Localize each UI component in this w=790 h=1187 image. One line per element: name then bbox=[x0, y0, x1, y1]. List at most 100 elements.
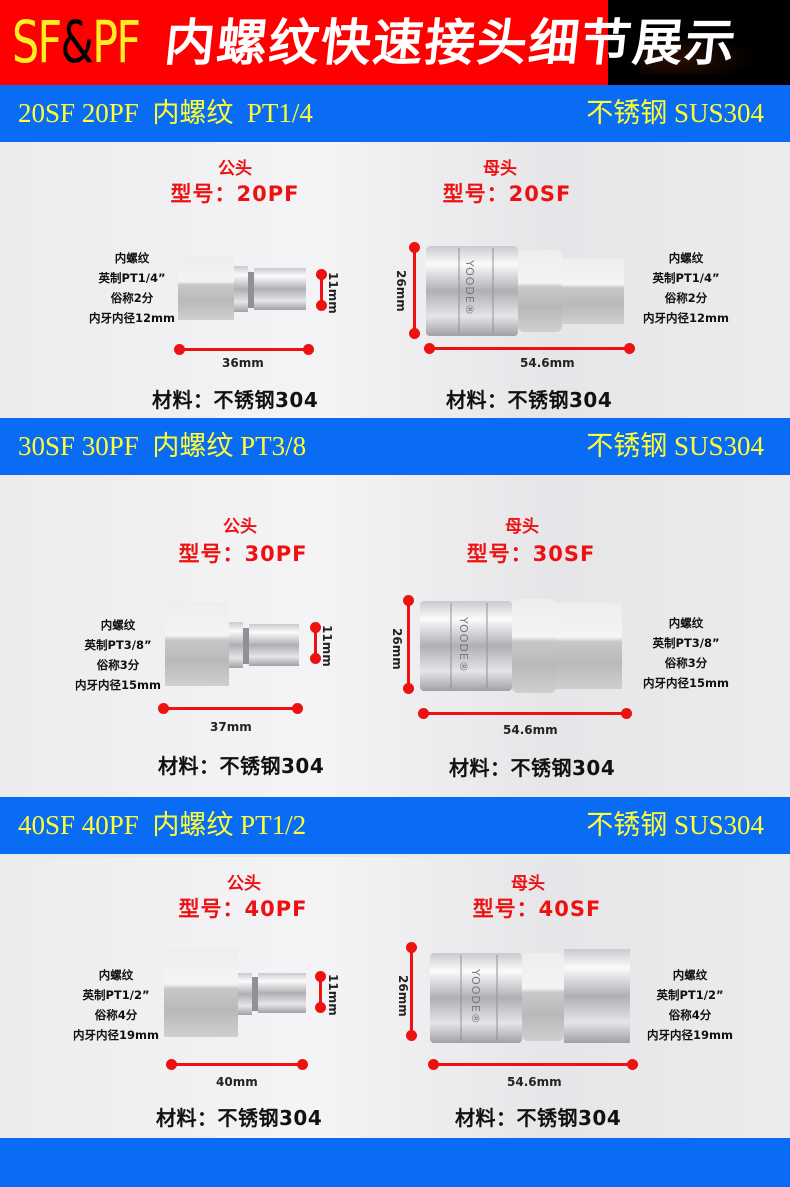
spec-line: 内牙内径19mm bbox=[647, 1028, 733, 1042]
dim-dot bbox=[409, 328, 420, 339]
female-material: 材料：不锈钢304 bbox=[446, 388, 613, 412]
hex-nut bbox=[512, 599, 556, 693]
neck bbox=[234, 266, 248, 312]
dim-dot bbox=[624, 343, 635, 354]
section-bar-left: 20SF 20PF 内螺纹 PT1/4 bbox=[18, 98, 313, 128]
female-type-label: 母头 bbox=[505, 517, 539, 537]
dim-dot bbox=[158, 703, 169, 714]
dim-dot bbox=[316, 269, 327, 280]
spec-line: 内螺纹 bbox=[98, 968, 134, 982]
female-spec: 内螺纹 英制PT1/2” 俗称4分 内牙内径19mm bbox=[640, 965, 740, 1045]
section-bar-right: 不锈钢 SUS304 bbox=[586, 431, 764, 461]
banner-dark-area bbox=[608, 0, 790, 85]
spec-line: 俗称3分 bbox=[96, 658, 140, 672]
hex-nut bbox=[522, 953, 564, 1041]
male-model-label: 型号：40PF bbox=[178, 897, 308, 921]
dim-dot bbox=[403, 595, 414, 606]
dim-dot bbox=[315, 971, 326, 982]
female-height-label: 26mm bbox=[394, 270, 408, 312]
hex-body bbox=[564, 949, 630, 1043]
female-material: 材料：不锈钢304 bbox=[455, 1106, 622, 1130]
female-length-label: 54.6mm bbox=[520, 356, 575, 370]
sleeve bbox=[420, 601, 512, 691]
brand-logo: SF&PF bbox=[12, 6, 141, 78]
dim-dot bbox=[409, 242, 420, 253]
neck bbox=[229, 622, 243, 668]
spec-line: 内牙内径12mm bbox=[89, 311, 175, 325]
female-type-label: 母头 bbox=[483, 159, 517, 179]
section-bar-left: 40SF 40PF 内螺纹 PT1/2 bbox=[18, 810, 307, 840]
spec-line: 俗称2分 bbox=[664, 291, 708, 305]
neck bbox=[238, 973, 252, 1015]
male-type-label: 公头 bbox=[218, 159, 252, 179]
section-bar-30: 30SF 30PF 内螺纹 PT3/8 不锈钢 SUS304 bbox=[0, 418, 790, 475]
dim-dot bbox=[174, 344, 185, 355]
nipple bbox=[258, 973, 306, 1013]
female-model-label: 型号：40SF bbox=[472, 897, 602, 921]
length-dim-line bbox=[178, 348, 308, 351]
groove bbox=[248, 272, 254, 308]
page-title: 内螺纹快速接头细节展示 bbox=[161, 14, 741, 72]
male-spec: 内螺纹 英制PT3/8” 俗称3分 内牙内径15mm bbox=[68, 615, 168, 695]
spec-line: 俗称4分 bbox=[94, 1008, 138, 1022]
height-dim-line bbox=[320, 272, 323, 304]
groove bbox=[243, 628, 249, 664]
groove bbox=[460, 955, 462, 1041]
height-dim-line bbox=[319, 975, 322, 1007]
section-bar-40: 40SF 40PF 内螺纹 PT1/2 不锈钢 SUS304 bbox=[0, 797, 790, 854]
sleeve bbox=[430, 953, 522, 1043]
female-length-label: 54.6mm bbox=[503, 723, 558, 737]
spec-line: 内牙内径12mm bbox=[643, 311, 729, 325]
banner-glow bbox=[640, 35, 760, 75]
spec-line: 内螺纹 bbox=[100, 618, 136, 632]
section-bar-20: 20SF 20PF 内螺纹 PT1/4 不锈钢 SUS304 bbox=[0, 85, 790, 142]
male-length-label: 37mm bbox=[210, 720, 252, 734]
height-dim-line bbox=[407, 599, 410, 691]
spec-line: 俗称4分 bbox=[668, 1008, 712, 1022]
male-material: 材料：不锈钢304 bbox=[152, 388, 319, 412]
height-dim-line bbox=[314, 626, 317, 658]
groove bbox=[252, 977, 258, 1011]
spec-line: 内牙内径15mm bbox=[643, 676, 729, 690]
brand-sf: SF bbox=[12, 8, 62, 76]
spec-line: 英制PT1/4” bbox=[652, 271, 720, 285]
length-dim-line bbox=[433, 1063, 633, 1066]
male-model-label: 型号：20PF bbox=[170, 182, 300, 206]
section-panel-20: 公头 型号：20PF 内螺纹 英制PT1/4” 俗称2分 内牙内径12mm 11… bbox=[0, 142, 790, 418]
dim-dot bbox=[166, 1059, 177, 1070]
groove bbox=[458, 248, 460, 334]
length-dim-line bbox=[429, 347, 629, 350]
groove bbox=[492, 248, 494, 334]
spec-line: 英制PT3/8” bbox=[84, 638, 152, 652]
brand-ampersand: & bbox=[60, 8, 94, 76]
male-height-label: 11mm bbox=[320, 625, 334, 667]
spec-line: 英制PT1/2” bbox=[656, 988, 724, 1002]
section-panel-30: 公头 型号：30PF 内螺纹 英制PT3/8” 俗称3分 内牙内径15mm 11… bbox=[0, 475, 790, 797]
male-model-label: 型号：30PF bbox=[178, 542, 308, 566]
female-height-label: 26mm bbox=[390, 628, 404, 670]
dim-dot bbox=[316, 300, 327, 311]
hex-body bbox=[178, 256, 234, 320]
hex-body bbox=[556, 603, 622, 689]
top-banner bbox=[0, 0, 608, 85]
engraving: YOODE® bbox=[469, 969, 482, 1025]
male-material: 材料：不锈钢304 bbox=[156, 1106, 323, 1130]
female-model-label: 型号：20SF bbox=[442, 182, 572, 206]
spec-line: 俗称2分 bbox=[110, 291, 154, 305]
length-dim-line bbox=[170, 1063, 302, 1066]
groove bbox=[450, 603, 452, 689]
male-type-label: 公头 bbox=[227, 874, 261, 894]
groove bbox=[486, 603, 488, 689]
spec-line: 内螺纹 bbox=[668, 616, 704, 630]
male-spec: 内螺纹 英制PT1/2” 俗称4分 内牙内径19mm bbox=[66, 965, 166, 1045]
male-length-label: 40mm bbox=[216, 1075, 258, 1089]
engraving: YOODE® bbox=[463, 260, 476, 316]
dim-dot bbox=[621, 708, 632, 719]
spec-line: 内牙内径19mm bbox=[73, 1028, 159, 1042]
female-spec: 内螺纹 英制PT3/8” 俗称3分 内牙内径15mm bbox=[636, 613, 736, 693]
hex-nut bbox=[518, 250, 562, 332]
sleeve bbox=[426, 246, 518, 336]
male-length-label: 36mm bbox=[222, 356, 264, 370]
hex-body bbox=[165, 602, 229, 686]
footer-bar bbox=[0, 1138, 790, 1187]
